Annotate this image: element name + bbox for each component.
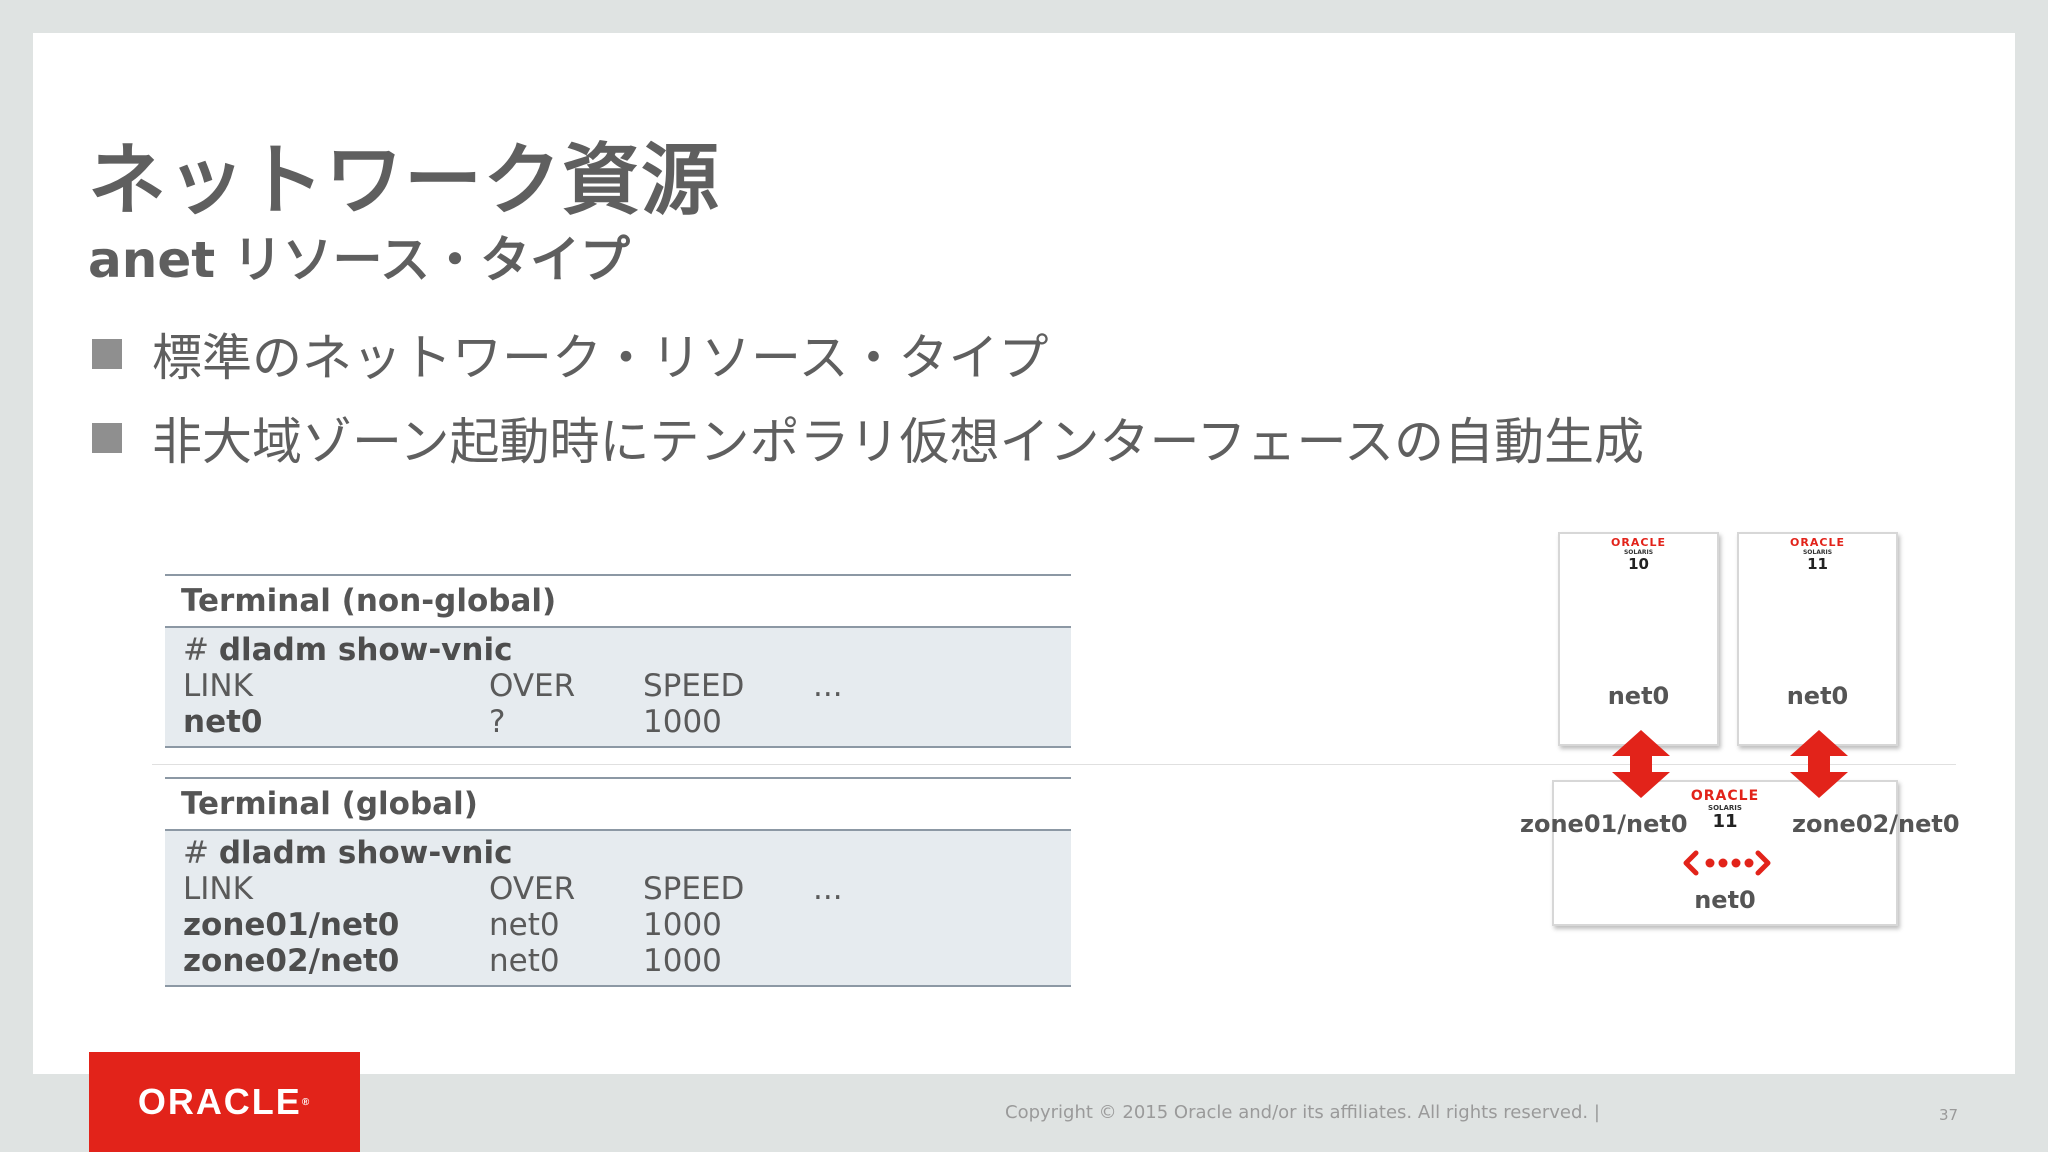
col-over: OVER (489, 668, 576, 704)
global-nic-label: net0 (1694, 886, 1756, 914)
cell-link: zone02/net0 (183, 943, 400, 979)
cell-link: zone01/net0 (183, 907, 400, 943)
global-zone-box: ORACLE SOLARIS 11 net0 (1552, 780, 1898, 926)
zone02-nic-label: net0 (1786, 682, 1849, 710)
col-over: OVER (489, 871, 576, 907)
command-text: dladm show-vnic (218, 835, 513, 871)
terminal-header: Terminal (global) (165, 777, 1071, 831)
cell-speed: 1000 (643, 907, 722, 943)
prompt: # (183, 632, 209, 668)
cell-link: net0 (183, 704, 263, 740)
table-row: zone01/net0 net0 1000 (183, 907, 1071, 943)
updown-arrow-icon (1790, 730, 1848, 798)
zone01-box: ORACLE SOLARIS 10 net0 (1558, 532, 1719, 746)
command-line: # dladm show-vnic (183, 632, 1071, 668)
table-row: zone02/net0 net0 1000 (183, 943, 1071, 979)
col-more: ... (813, 871, 843, 907)
prompt: # (183, 835, 209, 871)
slide-title: ネットワーク資源 (88, 136, 721, 226)
col-link: LINK (183, 871, 253, 907)
table-row: net0 ? 1000 (183, 704, 1071, 740)
slide-subtitle: anet リソース・タイプ (88, 231, 631, 289)
cell-speed: 1000 (643, 943, 722, 979)
col-link: LINK (183, 668, 253, 704)
zone02-box: ORACLE SOLARIS 11 net0 (1737, 532, 1898, 746)
vnic-label-zone01: zone01/net0 (1520, 810, 1688, 838)
terminal-body: # dladm show-vnic LINK OVER SPEED ... ne… (165, 628, 1071, 748)
terminal-body: # dladm show-vnic LINK OVER SPEED ... zo… (165, 831, 1071, 987)
bullet-item: 非大域ゾーン起動時にテンポラリ仮想インターフェースの自動生成 (92, 402, 1644, 474)
solaris-logo: ORACLE SOLARIS 10 (1611, 536, 1666, 573)
bullet-item: 標準のネットワーク・リソース・タイプ (92, 318, 1049, 390)
bullet-square-icon (92, 423, 122, 453)
oracle-logo: ORACLE® (89, 1052, 360, 1152)
col-speed: SPEED (643, 668, 745, 704)
bullet-text: 標準のネットワーク・リソース・タイプ (152, 329, 1049, 387)
vnic-label-zone02: zone02/net0 (1792, 810, 1960, 838)
internal-link-arrow-icon (1683, 850, 1771, 876)
command-text: dladm show-vnic (218, 632, 513, 668)
cell-speed: 1000 (643, 704, 722, 740)
page-number: 37 (1939, 1106, 1959, 1124)
command-line: # dladm show-vnic (183, 835, 1071, 871)
copyright-text: Copyright © 2015 Oracle and/or its affil… (1005, 1102, 1600, 1123)
column-header-row: LINK OVER SPEED ... (183, 871, 1071, 907)
bullet-text: 非大域ゾーン起動時にテンポラリ仮想インターフェースの自動生成 (152, 413, 1644, 471)
terminal-nonglobal: Terminal (non-global) # dladm show-vnic … (165, 574, 1071, 748)
solaris-logo: ORACLE SOLARIS 11 (1690, 788, 1760, 832)
terminal-header: Terminal (non-global) (165, 574, 1071, 628)
bullet-square-icon (92, 339, 122, 369)
divider-line (152, 764, 1956, 765)
cell-over: net0 (489, 907, 560, 943)
cell-over: net0 (489, 943, 560, 979)
column-header-row: LINK OVER SPEED ... (183, 668, 1071, 704)
updown-arrow-icon (1612, 730, 1670, 798)
cell-over: ? (489, 704, 506, 740)
terminal-global: Terminal (global) # dladm show-vnic LINK… (165, 777, 1071, 987)
col-more: ... (813, 668, 843, 704)
zone01-nic-label: net0 (1607, 682, 1670, 710)
col-speed: SPEED (643, 871, 745, 907)
solaris-logo: ORACLE SOLARIS 11 (1790, 536, 1845, 573)
